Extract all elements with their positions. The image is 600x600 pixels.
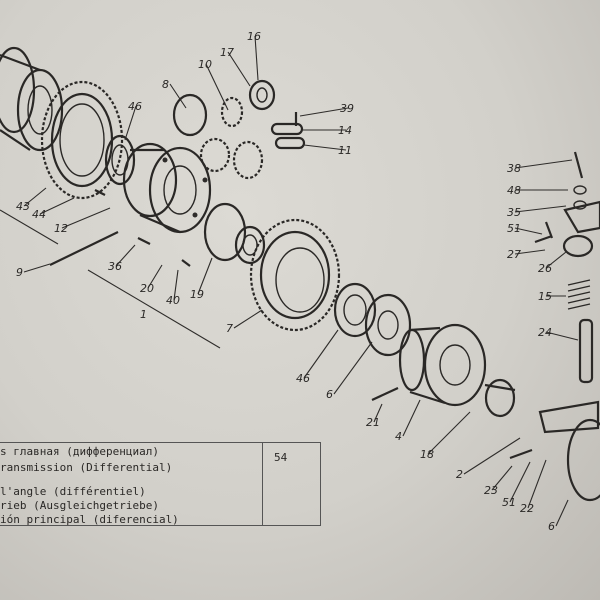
leader-line-19 <box>197 257 213 295</box>
callout-39: 39 <box>340 102 354 115</box>
spline-shaft <box>484 378 516 418</box>
callout-23: 23 <box>484 484 498 497</box>
leader-line-4 <box>402 399 421 437</box>
caption-spanish: ión principal (diferencial) <box>0 513 179 526</box>
callout-1: 1 <box>140 308 147 321</box>
callout-6b: 6 <box>548 520 555 533</box>
callout-46b: 46 <box>296 372 310 385</box>
leader-line-51b <box>514 227 543 235</box>
callout-36: 36 <box>108 260 122 273</box>
callout-12: 12 <box>54 222 68 235</box>
callout-22: 22 <box>520 502 534 515</box>
callout-10: 10 <box>198 58 212 71</box>
leader-line-24 <box>545 331 579 341</box>
leader-line-35 <box>514 205 567 213</box>
leader-line-40 <box>173 269 179 301</box>
leader-line-51a <box>509 461 531 503</box>
callout-35: 35 <box>507 206 521 219</box>
leader-line-7 <box>233 309 263 329</box>
leader-line-11 <box>303 144 347 151</box>
leader-line-36 <box>115 244 136 267</box>
ring-gear-main <box>249 218 341 332</box>
callout-7: 7 <box>226 322 233 335</box>
leader-line-2 <box>463 437 521 475</box>
callout-16: 16 <box>247 30 261 43</box>
leader-line-20 <box>147 264 163 289</box>
bearing-main <box>333 282 377 338</box>
callout-43: 43 <box>16 200 30 213</box>
callout-51a: 51 <box>502 496 516 509</box>
title-block: s главная (дифференциал) ransmission (Di… <box>0 442 263 526</box>
leader-line-16 <box>254 35 259 81</box>
caption-english: ransmission (Differential) <box>0 461 173 474</box>
callout-21: 21 <box>366 416 380 429</box>
pins-lower <box>94 189 191 267</box>
callout-20: 20 <box>140 282 154 295</box>
link-plates <box>270 112 306 150</box>
leader-line-38 <box>514 159 573 169</box>
leader-line-43 <box>23 187 47 207</box>
callout-27: 27 <box>507 248 521 261</box>
callout-24: 24 <box>538 326 552 339</box>
leader-line-46b <box>303 329 339 379</box>
callout-11: 11 <box>338 144 352 157</box>
leader-line-22 <box>527 459 547 509</box>
leader-line-46a <box>124 105 137 141</box>
callout-26: 26 <box>538 262 552 275</box>
callout-8: 8 <box>162 78 169 91</box>
pinion-gears <box>172 79 276 180</box>
callout-19: 19 <box>190 288 204 301</box>
caption-russian: s главная (дифференциал) <box>0 445 159 458</box>
leader-line-8 <box>169 83 187 109</box>
leader-line-39 <box>299 107 349 117</box>
caption-german: rieb (Ausgleichgetriebe) <box>0 499 159 512</box>
callout-17: 17 <box>220 46 234 59</box>
differential-case <box>122 142 212 234</box>
leader-line-18 <box>427 411 471 455</box>
axle-rod <box>49 231 119 266</box>
callout-14: 14 <box>338 124 352 137</box>
sheet-number: 54 <box>274 451 288 464</box>
leader-line-9 <box>23 263 51 273</box>
housing-cylinder <box>398 323 487 407</box>
leader-line-23 <box>491 465 513 491</box>
callout-44: 44 <box>32 208 46 221</box>
sheet-number-cell: 54 <box>262 442 321 526</box>
group-brackets <box>0 209 221 349</box>
callout-18: 18 <box>420 448 434 461</box>
leader-line-6b <box>555 499 569 527</box>
callout-4: 4 <box>395 430 402 443</box>
callout-2: 2 <box>456 468 463 481</box>
leader-line-17 <box>227 51 251 87</box>
leader-line-21 <box>373 403 383 423</box>
callout-46a: 46 <box>128 100 142 113</box>
callout-40: 40 <box>166 294 180 307</box>
callout-6a: 6 <box>326 388 333 401</box>
leader-line-10 <box>205 63 229 111</box>
washer-disc <box>364 293 412 357</box>
callout-38: 38 <box>507 162 521 175</box>
callout-9: 9 <box>16 266 23 279</box>
leader-line-44 <box>39 197 75 215</box>
leader-line-26 <box>545 251 567 269</box>
leader-line-12 <box>61 207 111 229</box>
housing-rings-left <box>0 46 64 152</box>
caption-french: l'angle (différentiel) <box>0 485 146 498</box>
leader-lines <box>23 35 579 527</box>
leader-line-27 <box>514 249 546 255</box>
callout-48: 48 <box>507 184 521 197</box>
cam-assembly-right <box>371 151 600 502</box>
callout-51b: 51 <box>507 222 521 235</box>
leader-line-6a <box>333 341 373 395</box>
callout-15: 15 <box>538 290 552 303</box>
